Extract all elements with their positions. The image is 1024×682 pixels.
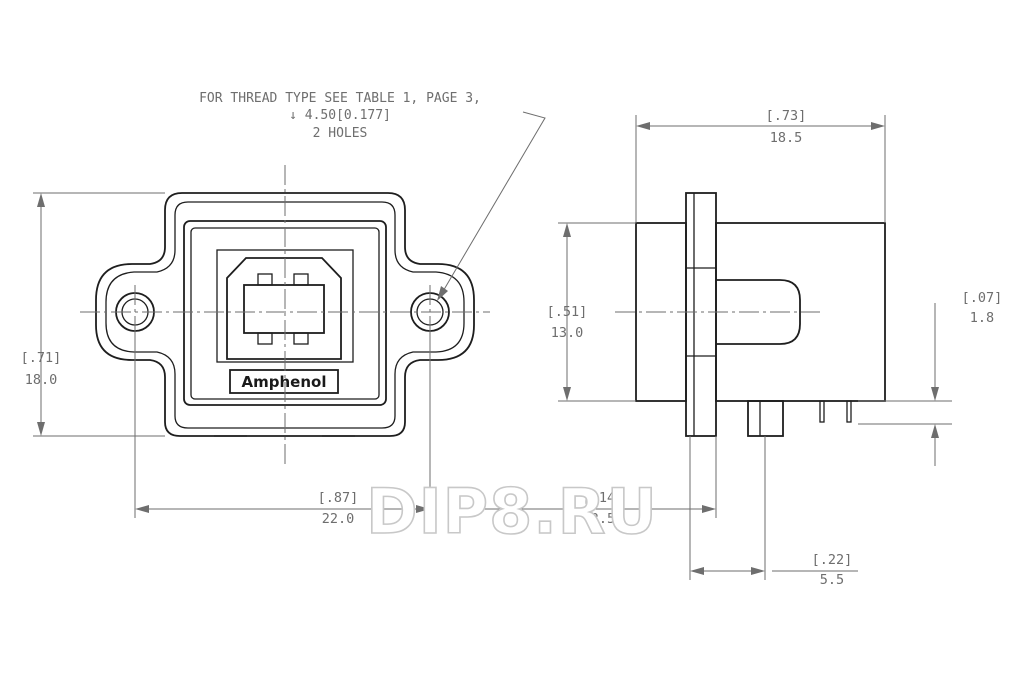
usb-contact-1 [257, 273, 273, 286]
thread-note-arrowhead [437, 286, 448, 301]
dim-height-side: [.51] 13.0 [547, 222, 636, 402]
dim-flange-offset-mm: 3.5 [591, 511, 615, 527]
thread-note-line-3: 2 HOLES [313, 126, 368, 141]
thread-note-line-1: FOR THREAD TYPE SEE TABLE 1, PAGE 3, [199, 91, 481, 106]
side-view [615, 192, 886, 437]
front-view: Amphenol [80, 165, 490, 465]
dim-depth-side: [.73] 18.5 [635, 108, 886, 223]
brand-label: Amphenol [242, 373, 327, 391]
side-flange [685, 192, 717, 437]
dim-pin-length-mm: 1.8 [970, 310, 994, 326]
dim-flange-offset-inch: [.14] [583, 490, 624, 506]
dim-height-front: [.71] 18.0 [21, 192, 165, 437]
front-flange-inner [105, 201, 465, 429]
usb-contact-3 [257, 332, 273, 345]
dim-pin-offset: [.22] 5.5 [689, 436, 858, 588]
dim-height-side-mm: 13.0 [551, 325, 584, 341]
watermark: DIP8.RU [366, 475, 658, 548]
front-flange-outer [95, 192, 475, 437]
dim-pin-offset-mm: 5.5 [820, 572, 844, 588]
thread-note-line-2: ↓ 4.50[0.177] [289, 108, 391, 123]
usb-contact-4 [293, 332, 309, 345]
dim-width-front-mm: 22.0 [322, 511, 355, 527]
dim-height-side-inch: [.51] [547, 304, 588, 320]
thread-note-leader [441, 111, 546, 294]
dim-width-front: [.87] 22.0 [134, 332, 431, 527]
dim-flange-offset: [.14] 3.5 [450, 436, 717, 527]
usb-contact-2 [293, 273, 309, 286]
dim-pin-length: [.07] 1.8 [858, 290, 1002, 466]
dim-depth-side-inch: [.73] [766, 108, 807, 124]
dim-pin-offset-inch: [.22] [812, 552, 853, 568]
usb-b-port [226, 257, 342, 360]
thread-note: FOR THREAD TYPE SEE TABLE 1, PAGE 3, ↓ 4… [199, 91, 546, 301]
brand-label-box [229, 369, 339, 394]
side-plug [716, 279, 801, 345]
dim-pin-length-inch: [.07] [962, 290, 1003, 306]
dim-height-front-mm: 18.0 [25, 372, 58, 388]
usb-tongue [243, 284, 325, 334]
dim-width-front-inch: [.87] [318, 490, 359, 506]
dim-depth-side-mm: 18.5 [770, 130, 803, 146]
side-boss [747, 400, 784, 437]
side-pin-1 [819, 400, 825, 423]
side-pin-2 [846, 400, 852, 423]
dim-height-front-inch: [.71] [21, 350, 62, 366]
